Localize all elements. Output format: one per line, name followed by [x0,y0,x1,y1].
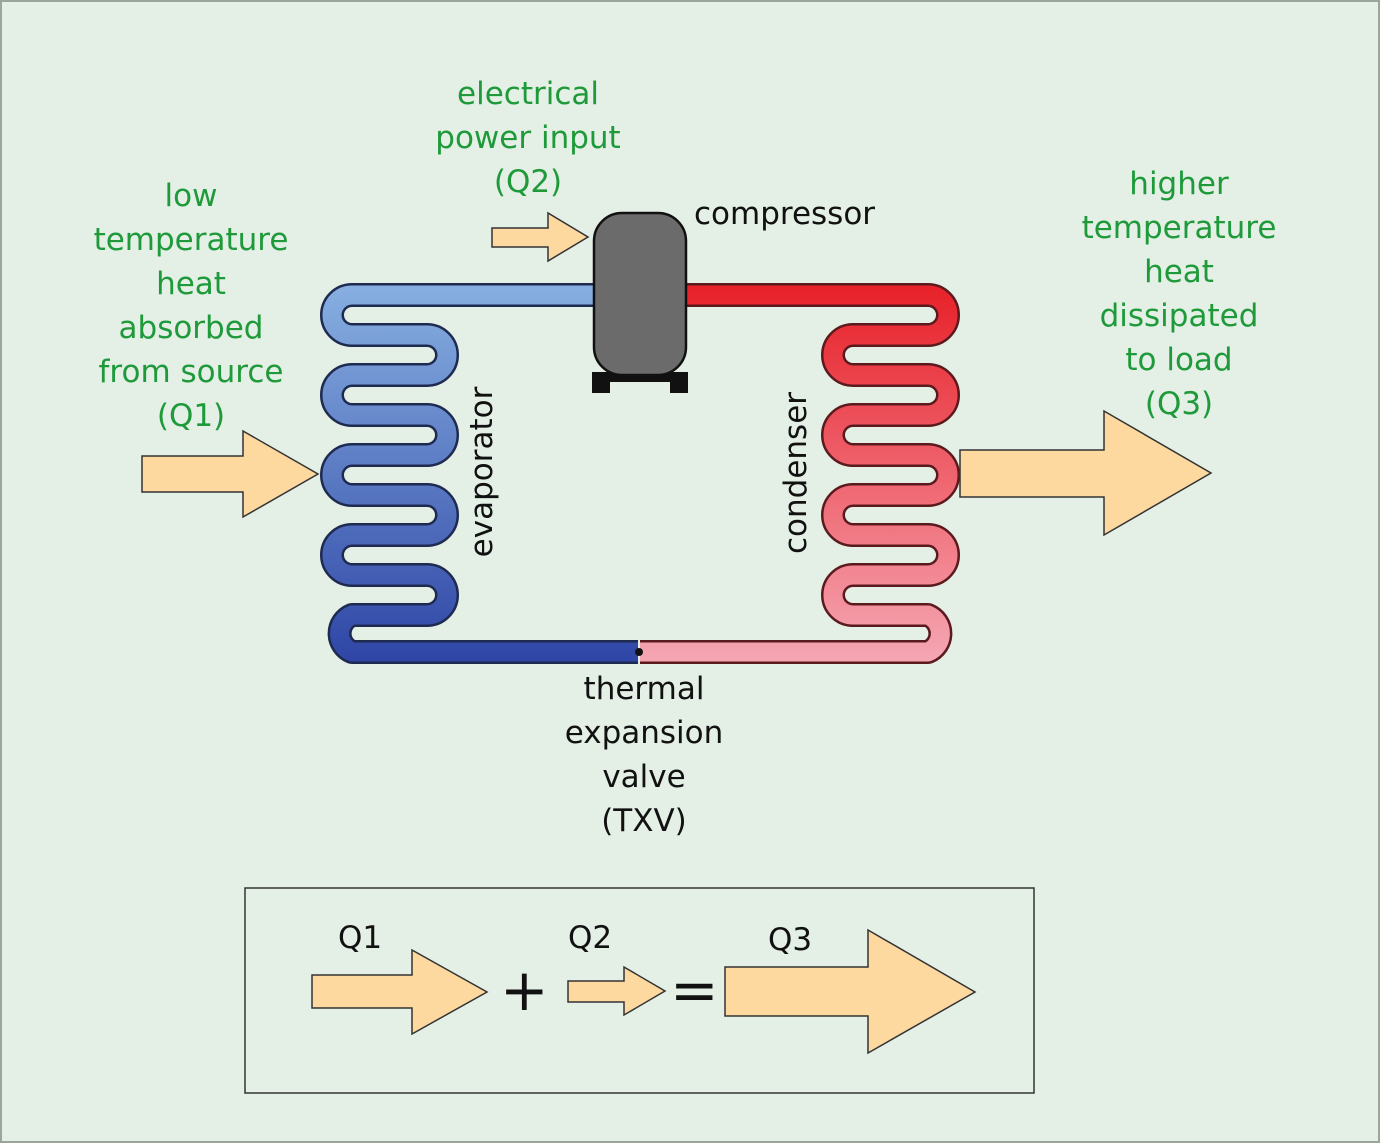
equation-q1-arrow [311,948,489,1036]
valve-label-line: (TXV) [601,803,687,839]
condenser-label: condenser [778,391,814,555]
power-label-line: electrical [457,76,599,112]
source-heat-label: low temperature heat absorbed from sourc… [60,174,322,438]
source-label-line: low [164,178,218,214]
q1-input-arrow [141,429,320,519]
evaporator-label: evaporator [464,386,500,558]
source-label-line: from source [98,354,284,390]
equation-box [244,887,1035,1094]
q2-input-arrow [491,211,590,263]
expansion-valve-label: thermal expansion valve (TXV) [524,667,764,843]
load-heat-label: higher temperature heat dissipated to lo… [1050,162,1308,426]
load-label-line: (Q3) [1144,386,1214,422]
valve-label-line: valve [602,759,686,795]
power-input-label: electrical power input (Q2) [400,72,656,204]
compressor-label: compressor [694,196,876,232]
equation-q1-label: Q1 [338,920,383,956]
evaporator-coil [320,283,638,664]
q3-output-arrow [959,409,1213,537]
source-label-line: absorbed [118,310,264,346]
valve-label-line: expansion [564,715,724,751]
load-label-line: dissipated [1099,298,1259,334]
valve-label-line: thermal [583,671,705,707]
power-label-line: power input [435,120,621,156]
load-label-line: temperature [1081,210,1277,246]
source-label-line: temperature [93,222,289,258]
equation-q2-label: Q2 [568,920,613,956]
condenser-coil [640,283,960,664]
equation-q2-arrow [567,965,667,1017]
load-label-line: heat [1144,254,1214,290]
load-label-line: to load [1125,342,1233,378]
source-label-line: heat [156,266,226,302]
source-label-line: (Q1) [156,398,226,434]
plus-sign: + [500,956,549,1024]
compressor-unit [592,211,688,393]
equation-q3-label: Q3 [768,922,813,958]
equation-q3-arrow [724,928,977,1055]
power-label-line: (Q2) [493,164,563,200]
load-label-line: higher [1129,166,1229,202]
expansion-valve-point [635,648,643,656]
equals-sign: = [670,956,719,1024]
